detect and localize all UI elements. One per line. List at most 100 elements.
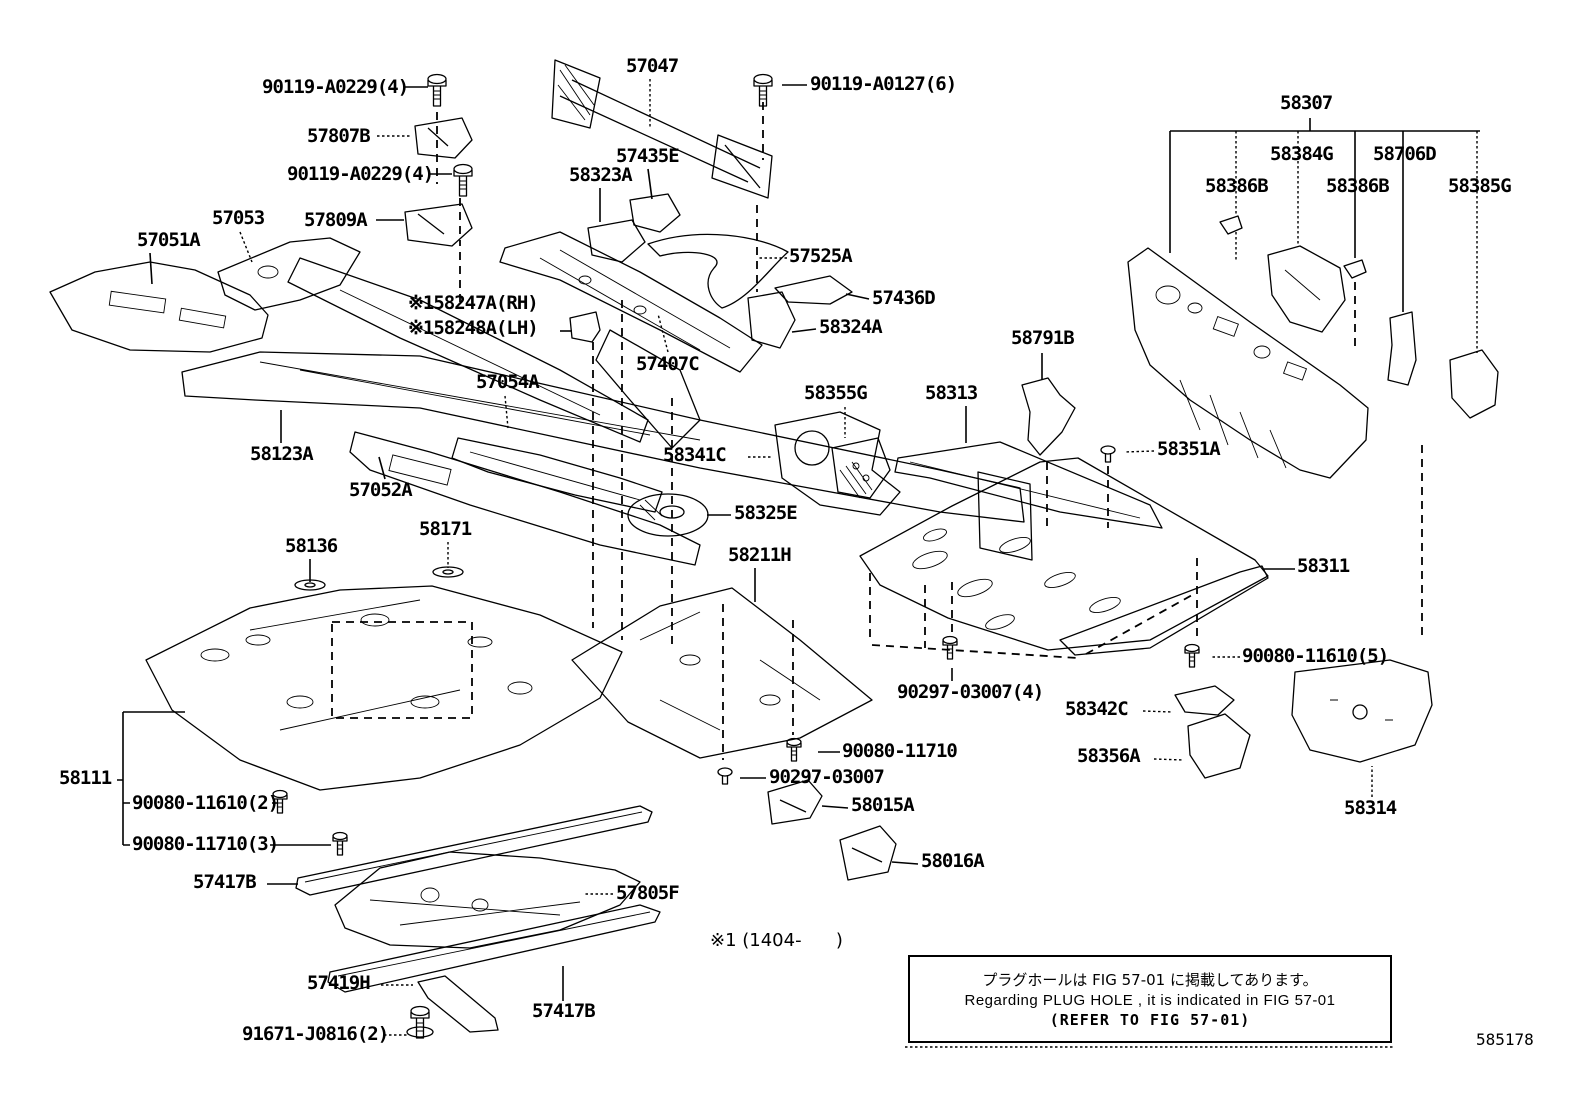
part-sketch-57051a [49,261,269,353]
leader-lines-solid [117,84,1480,1001]
part-label-90080117103: 90080-11710(3) [132,833,279,855]
part-sketch-58123a [181,351,1033,561]
part-sketch-58311 [859,457,1269,656]
part-sketch-58323a [587,219,646,263]
part-label-58384g: 58384G [1270,143,1334,165]
part-label-91671j08162: 91671-J0816(2) [242,1023,389,1045]
note-line-english: Regarding PLUG HOLE , it is indicated in… [964,992,1336,1009]
fasteners [272,73,1200,1039]
part-sketch-58386b-left [1219,215,1243,235]
part-sketch-58325e [627,493,709,537]
part-label-58111: 58111 [59,767,112,789]
part-sketch-57052a [349,431,701,566]
part-label-90297030074: 90297-03007(4) [897,681,1044,703]
part-label-58341c: 58341C [663,444,727,466]
part-label-58351a: 58351A [1157,438,1221,460]
figure-number: 585178 [1476,1030,1534,1049]
part-sketch-57525a [647,233,789,309]
part-label-57807b: 57807B [307,125,371,147]
part-label-58307: 58307 [1280,92,1333,114]
part-label-58123a: 58123A [250,443,314,465]
part-sketch-57805f [334,851,641,949]
part-sketch-57417b-lower [327,904,661,993]
part-label-57525a: 57525A [789,245,853,267]
part-sketch-57809a [404,203,473,247]
part-label-57054a: 57054A [476,371,540,393]
part-label-58385g: 58385G [1448,175,1512,197]
part-sketch-58384g [1267,245,1346,333]
part-label-58386b: 58386B [1326,175,1390,197]
part-label-58314: 58314 [1344,797,1397,819]
part-label-58355g: 58355G [804,382,868,404]
part-label-57047: 57047 [626,55,679,77]
part-sketch-58314 [1291,659,1433,763]
part-label-58015a: 58015A [851,794,915,816]
part-label-9029703007: 90297-03007 [769,766,885,788]
part-label-57407c: 57407C [636,353,700,375]
part-sketch-58341c [774,411,901,516]
part-label-57051a: 57051A [137,229,201,251]
part-sketch-58355g [831,437,891,499]
part-label-90119a02294: 90119-A0229(4) [287,163,434,185]
part-sketch-58386b-right [1343,259,1367,279]
part-label-57809a: 57809A [304,209,368,231]
part-label-58211h: 58211H [728,544,792,566]
part-label-58016a: 58016A [921,850,985,872]
part-label-58325e: 58325E [734,502,798,524]
part-sketch-57047 [551,59,773,199]
note-line-japanese: プラグホールは FIG 57-01 に掲載してあります。 [982,971,1318,989]
part-label-58313: 58313 [925,382,978,404]
part-label-158247arh: ※158247A(RH) [408,292,539,314]
part-label-57417b: 57417B [532,1000,596,1022]
part-label-158248alh: ※158248A(LH) [408,317,539,339]
part-sketch-57807b [414,117,473,159]
plug-hole-note-box: プラグホールは FIG 57-01 に掲載してあります。 Regarding P… [908,955,1392,1043]
part-label-57435e: 57435E [616,145,680,167]
part-sketch-57053 [217,237,649,443]
part-label-9008011710: 90080-11710 [842,740,958,762]
part-sketch-58313 [894,441,1163,529]
part-sketch-58791b [1021,377,1076,456]
part-label-58342c: 58342C [1065,698,1129,720]
part-label-57805f: 57805F [616,882,680,904]
part-sketch-58111 [145,585,623,791]
part-label-90119a02294: 90119-A0229(4) [262,76,409,98]
part-sketch-58247a [569,311,601,343]
production-date-note: ※1 (1404- ) [710,930,843,951]
part-sketch-58342c [1174,685,1235,716]
part-label-58386b: 58386B [1205,175,1269,197]
part-sketch-58211h [571,587,873,759]
part-sketch-58324a [747,291,796,349]
part-label-90119a01276: 90119-A0127(6) [810,73,957,95]
part-sketch-58015a [767,779,823,825]
part-label-58706d: 58706D [1373,143,1437,165]
part-sketch-57407c [499,231,763,449]
part-sketch-58385g [1449,349,1499,419]
leader-lines-dotted [239,79,1478,1048]
part-sketch-58307-panel [1127,247,1369,479]
part-label-58171: 58171 [419,518,472,540]
part-label-58323a: 58323A [569,164,633,186]
part-label-57417b: 57417B [193,871,257,893]
part-sketch-58016a [839,825,897,881]
note-line-reference: (REFER TO FIG 57-01) [1049,1011,1251,1029]
part-label-58136: 58136 [285,535,338,557]
part-label-58324a: 58324A [819,316,883,338]
part-sketch-57417b-upper [295,805,653,896]
part-label-57052a: 57052A [349,479,413,501]
part-label-58311: 58311 [1297,555,1350,577]
part-label-90080116105: 90080-11610(5) [1242,645,1389,667]
part-label-90080116102: 90080-11610(2) [132,792,279,814]
part-sketch-58356a [1187,713,1251,779]
part-sketch-58706d [1387,311,1417,386]
part-label-58791b: 58791B [1011,327,1075,349]
part-label-57436d: 57436D [872,287,936,309]
part-label-57053: 57053 [212,207,265,229]
part-sketch-57054a [451,437,663,513]
part-label-57419h: 57419H [307,972,371,994]
part-sketch-57419h [417,975,499,1033]
part-sketch-57435e [629,193,681,233]
